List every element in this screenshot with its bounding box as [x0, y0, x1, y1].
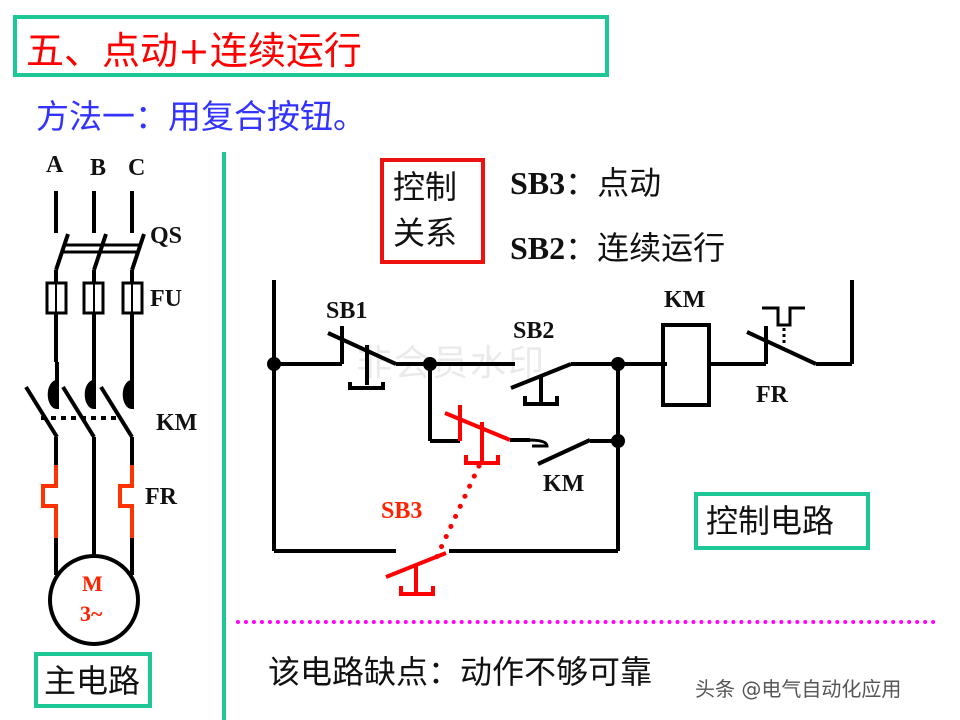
relation-button: SB2: [510, 230, 566, 266]
control-relation-heading-line2: 关系: [393, 214, 458, 252]
control-relation-frame: [380, 158, 485, 264]
sb3-mechanical-link: [430, 463, 482, 568]
control-relation-heading-line1: 控制: [393, 168, 458, 206]
relation-button: SB3: [510, 165, 566, 201]
km-aux-contact-icon: [510, 438, 618, 466]
fu-fuse-icon: [45, 281, 144, 362]
relation-separator: ：: [565, 229, 598, 267]
fr-heater-icon: [41, 465, 134, 575]
km-coil-icon: [661, 323, 711, 407]
sb2-start-button-icon: [510, 362, 572, 406]
slide-title: 五、点动+连续运行: [26, 29, 362, 73]
relation-function: 点动: [597, 164, 662, 202]
motor-label-phase: 3~: [80, 601, 103, 626]
relation-separator: ：: [565, 164, 598, 202]
qs-label: QS: [150, 223, 183, 249]
sb3-label: SB3: [381, 498, 423, 524]
relation-function: 连续运行: [597, 229, 726, 267]
motor-label-m: M: [82, 571, 103, 596]
relation-item-sb2: SB2：连续运行: [510, 223, 725, 269]
control-relation-heading: 控制 关系: [393, 164, 473, 256]
sb2-label: SB2: [513, 318, 555, 344]
qs-switch-icon: [54, 233, 146, 282]
control-circuit-caption: 控制电路: [706, 502, 835, 540]
fr-main-label: FR: [145, 484, 177, 510]
relation-item-sb3: SB3：点动: [510, 158, 661, 204]
km-main-label: KM: [156, 410, 198, 436]
fr-nc-contact-icon: [746, 306, 817, 366]
conclusion-text: 该电路缺点：动作不够可靠: [268, 653, 653, 691]
slide-subtitle: 方法一：用复合按钮。: [36, 97, 366, 136]
center-watermark: 非会员水印: [356, 343, 547, 384]
fu-label: FU: [150, 286, 182, 312]
main-circuit-wiring: [54, 191, 134, 233]
fr-contact-label: FR: [756, 382, 788, 408]
dotted-separator: [236, 620, 936, 624]
km-coil-label: KM: [664, 287, 706, 313]
phase-label-c: C: [128, 155, 146, 181]
phase-label-a: A: [46, 152, 64, 178]
motor-icon: [48, 554, 140, 646]
source-watermark: 头条 @电气自动化应用: [695, 677, 902, 701]
title-frame: [13, 15, 609, 77]
main-circuit-caption-frame: [34, 652, 152, 708]
km-aux-label: KM: [543, 471, 585, 497]
phase-label-b: B: [90, 155, 107, 181]
sb1-label: SB1: [326, 298, 368, 324]
control-left-rail: [272, 280, 396, 553]
km-main-contact-icon: [24, 362, 134, 555]
sb1-stop-button-icon: [327, 326, 397, 390]
control-circuit-caption-frame: [694, 492, 870, 550]
section-divider: [222, 152, 226, 720]
sb3-compound-nc-icon: [444, 405, 511, 465]
main-circuit-caption: 主电路: [44, 662, 141, 700]
